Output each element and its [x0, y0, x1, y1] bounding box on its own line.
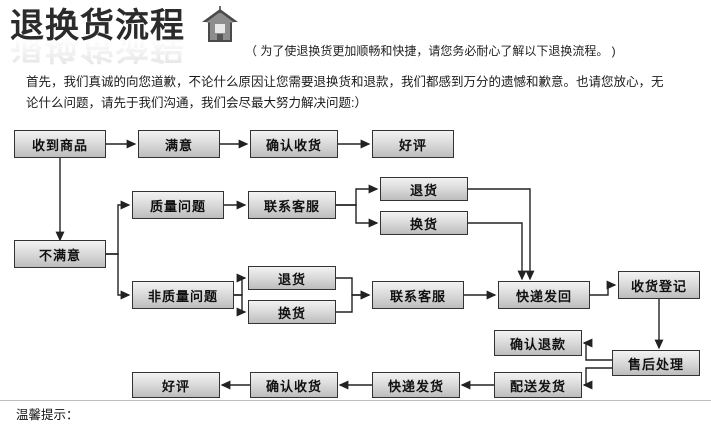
- flow-node-n3: 确认收货: [250, 130, 338, 158]
- flow-node-n8: 换货: [380, 211, 468, 235]
- flow-node-n6: 联系客服: [248, 191, 336, 219]
- flow-node-n11: 退货: [248, 266, 336, 290]
- flow-node-n21: 好评: [132, 372, 220, 398]
- intro-line-2: 论什么问题，请先于我们沟通，我们会尽最大努力解决问题:）: [26, 96, 367, 110]
- page-title: 退换货流程: [10, 6, 185, 46]
- intro-paragraph: 首先，我们真诚的向您道歉，不论什么原因让您需要退换货和退款，我们都感到万分的遗憾…: [26, 72, 686, 114]
- flow-node-n10: 非质量问题: [132, 281, 234, 309]
- flow-node-n4: 好评: [372, 130, 454, 158]
- flow-node-n5: 质量问题: [132, 191, 224, 219]
- footer-divider: [0, 400, 711, 401]
- flow-node-n16: 确认退款: [494, 330, 582, 356]
- flow-node-n13: 联系客服: [372, 281, 464, 309]
- flow-node-n9: 不满意: [14, 240, 106, 268]
- flow-node-n17: 售后处理: [612, 350, 700, 376]
- footer-note: 温馨提示：: [16, 408, 79, 422]
- intro-line-1: 首先，我们真诚的向您道歉，不论什么原因让您需要退换货和退款，我们都感到万分的遗憾…: [26, 75, 664, 89]
- flow-node-n12: 换货: [248, 300, 336, 324]
- flow-node-n18: 配送发货: [494, 372, 582, 398]
- title-note: （ 为了使退换货更加顺畅和快捷，请您务必耐心了解以下退换流程。 ): [245, 44, 616, 58]
- flow-node-n14: 快递发回: [498, 281, 590, 309]
- flow-node-n15: 收货登记: [618, 271, 700, 299]
- house-icon: [202, 6, 238, 42]
- flow-node-n20: 确认收货: [250, 372, 338, 398]
- flow-node-n1: 收到商品: [14, 130, 106, 158]
- flow-node-n19: 快递发货: [372, 372, 460, 398]
- flow-node-n2: 满意: [138, 130, 220, 158]
- page-title-block: 退换货流程 退换货流程: [10, 6, 270, 66]
- flow-node-n7: 退货: [380, 177, 468, 201]
